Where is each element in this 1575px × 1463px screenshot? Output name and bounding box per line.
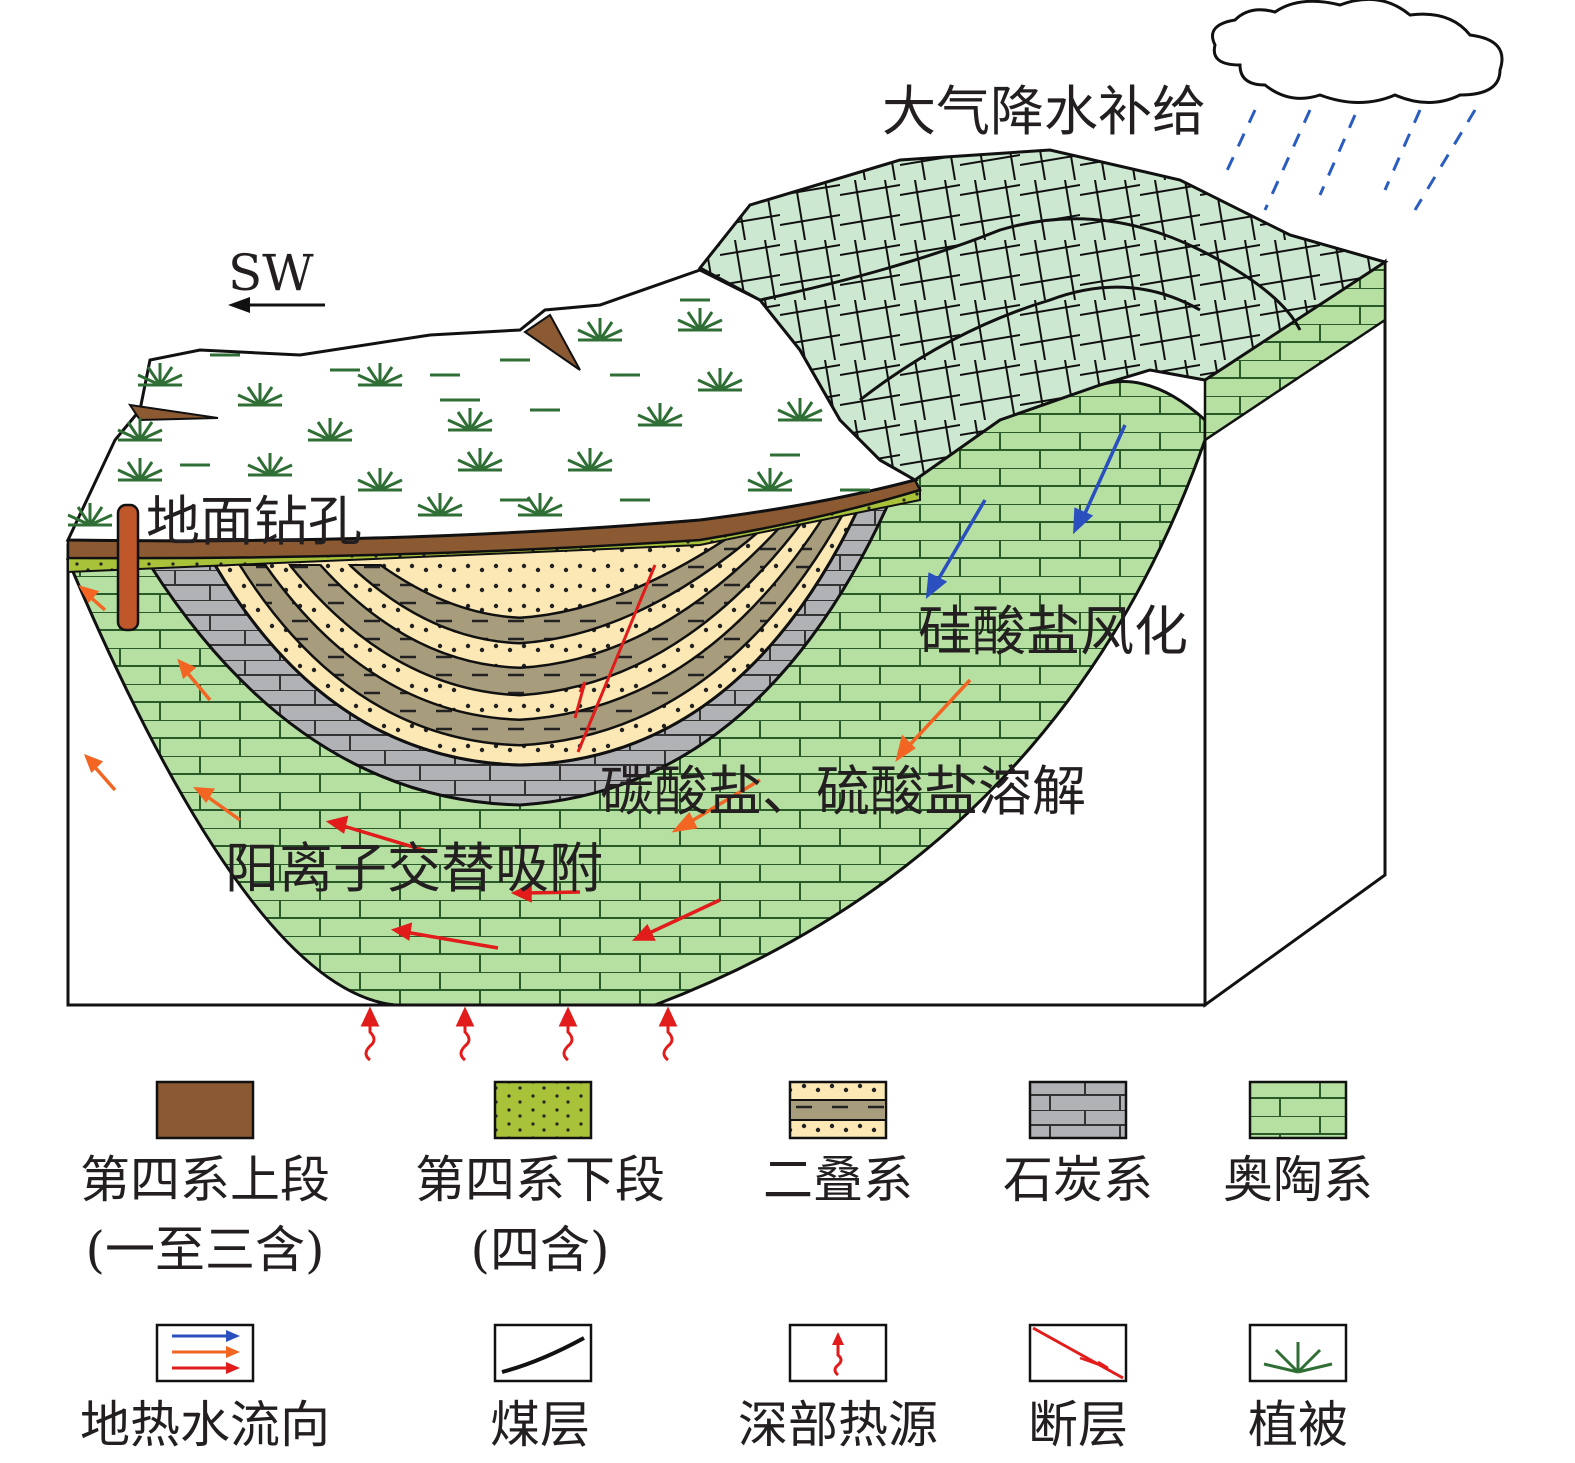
legend-sub-quaternary-upper: (一至三含) (85, 1221, 325, 1279)
mountain-surface (697, 148, 1389, 482)
sw-arrow-head (228, 297, 250, 313)
deep-heat-arrows (360, 1006, 678, 1062)
direction-label: SW (228, 244, 314, 302)
legend-swatch-carboniferous (1028, 1080, 1128, 1140)
carbonate-dissolution-label: 碳酸盐、硫酸盐溶解 (600, 760, 1086, 823)
legend-swatch-ordovician (1248, 1080, 1348, 1140)
legend-swatch-permian (788, 1080, 888, 1140)
legend-label-flow: 地热水流向 (80, 1396, 330, 1454)
borehole-label: 地面钻孔 (146, 490, 362, 553)
legend-swatch-flow (155, 1323, 255, 1383)
legend-swatch-quaternary-lower (493, 1080, 593, 1140)
legend-swatch-heat-source (788, 1323, 888, 1383)
legend-label-ordovician: 奥陶系 (1223, 1151, 1373, 1209)
legend-swatch-fault (1028, 1323, 1128, 1383)
legend-swatch-coal (493, 1323, 593, 1383)
fault-slip-arrow (573, 681, 587, 719)
orange-flow-arrows (78, 585, 972, 833)
mountain-ridge (759, 217, 1302, 331)
land-surface (65, 268, 919, 543)
surface-dashes (180, 298, 870, 502)
mountain-ridge-2 (859, 285, 1201, 402)
legend-swatch-vegetation (1248, 1323, 1348, 1383)
cloud-icon (1211, 0, 1504, 104)
surface-notch-left (127, 403, 219, 422)
borehole-pipe (116, 503, 140, 632)
fault-line (576, 564, 657, 753)
cation-exchange-label: 阳离子交替吸附 (225, 837, 603, 900)
legend-label-heat-source: 深部热源 (738, 1396, 938, 1454)
vegetation-symbols (67, 308, 823, 527)
legend-sub-quaternary-lower: (四含) (470, 1221, 610, 1279)
legend-label-carboniferous: 石炭系 (1003, 1151, 1153, 1209)
legend-label-quaternary-upper: 第四系上段 (80, 1151, 330, 1209)
silicate-weathering-label: 硅酸盐风化 (918, 600, 1188, 663)
legend-label-coal: 煤层 (490, 1396, 590, 1454)
blue-flow-arrows (925, 424, 1127, 600)
recharge-label: 大气降水补给 (882, 80, 1206, 143)
rain-drops (1223, 109, 1477, 211)
legend-label-permian: 二叠系 (763, 1151, 913, 1209)
legend-label-vegetation: 植被 (1248, 1396, 1348, 1454)
legend-label-quaternary-lower: 第四系下段 (415, 1151, 665, 1209)
legend-label-fault: 断层 (1028, 1396, 1128, 1454)
red-flow-arrows (325, 815, 721, 950)
surface-notch-middle (523, 313, 581, 371)
legend-swatch-quaternary-upper (155, 1080, 255, 1140)
